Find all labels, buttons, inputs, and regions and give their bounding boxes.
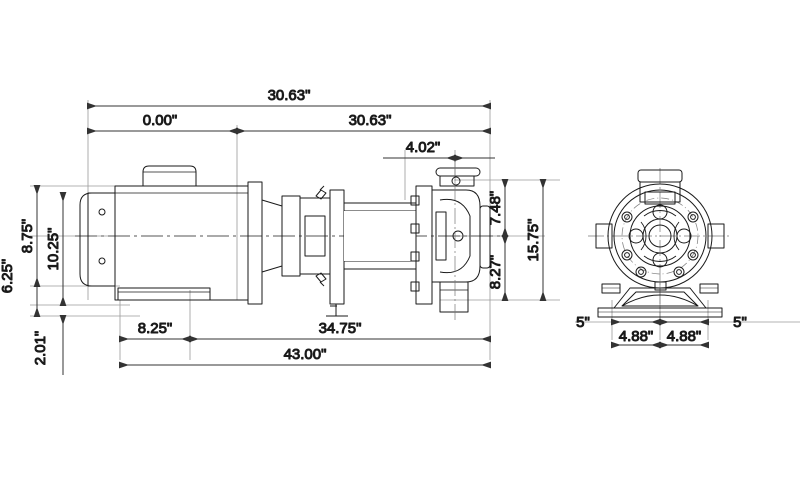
motor-front-flange: [247, 181, 263, 305]
pedestal-key: [654, 281, 667, 291]
end-view-right-lug: [707, 223, 725, 249]
dimension-frame-height: 10.25": [45, 192, 67, 306]
hub-outer: [629, 205, 691, 267]
dim-discharge-offset-label: 4.02": [406, 139, 441, 156]
dim-top-right-label: 30.63": [349, 112, 392, 129]
dim-frame-height-label: 10.25": [45, 228, 62, 271]
dim-upper-height-label: 7.48": [487, 191, 504, 226]
volute-inner-contour: [439, 198, 471, 274]
adapter-spacer: [281, 195, 301, 277]
dimension-base-thickness: 2.01": [32, 315, 67, 375]
coupling-window: [304, 215, 326, 257]
dimension-end-foot-right: 4.88": [659, 318, 709, 349]
dimension-discharge-offset: 4.02": [383, 139, 495, 162]
dimension-top-left: 0.00": [87, 112, 238, 135]
hub-bore: [648, 224, 672, 248]
end-elevation-view: [588, 168, 732, 318]
dimension-overall-height: 15.75": [525, 179, 547, 301]
dimension-shaft-height: 6.25": [0, 236, 41, 317]
dim-top-overall-label: 30.63": [268, 87, 311, 104]
motor-foot-rail: [117, 287, 211, 301]
dim-overall-height-label: 15.75": [525, 219, 542, 262]
grease-fittings: [315, 185, 327, 287]
dim-top-left-label: 0.00": [143, 112, 178, 129]
foot-bolt-pads: [601, 283, 719, 294]
dim-end-foot-right-label: 4.88": [667, 328, 702, 345]
bolt-circle: [621, 197, 699, 275]
dimension-bottom-overall: 43.00": [119, 346, 491, 369]
hub-lobes: [628, 204, 692, 268]
dimension-upper-height: 7.48": [487, 179, 509, 237]
dimension-top-right: 30.63": [236, 112, 491, 135]
side-elevation-view: [75, 160, 500, 320]
motor-terminal-box: [142, 165, 197, 186]
dim-lower-height-label: 8.27": [487, 255, 504, 290]
suction-neck: [439, 281, 469, 313]
pump-rear-flange: [415, 185, 433, 305]
end-view-baseplate: [597, 307, 723, 318]
hub-slots: [640, 210, 680, 262]
motor-body: [114, 185, 249, 301]
bearing-frame-flange: [329, 189, 345, 305]
discharge-bolt: [451, 176, 461, 186]
pedestal-arch: [621, 294, 699, 307]
casing-bolts: [621, 211, 699, 278]
tie-rod-upper: [343, 202, 417, 212]
dimension-end-foot-left: 4.88": [611, 318, 661, 349]
dimension-bottom-right: 34.75": [189, 320, 491, 343]
dim-end-foot-left-label: 4.88": [619, 328, 654, 345]
barrel-fill: [344, 211, 416, 261]
dimension-top-overall: 30.63": [87, 87, 491, 110]
dim-motor-height-label: 8.75": [19, 219, 36, 254]
dim-base-thickness-label: 2.01": [32, 331, 49, 366]
dim-end-margin-left-label: 5": [576, 314, 590, 331]
motor-endbell-hole-upper: [98, 208, 106, 216]
pump-flange-bolts: [410, 195, 420, 292]
dimension-motor-height: 8.75": [19, 185, 41, 287]
dim-bottom-overall-label: 43.00": [284, 346, 327, 363]
end-view-neck-collar: [644, 191, 676, 205]
casing-rib: [435, 211, 447, 261]
dim-bottom-left-label: 8.25": [138, 320, 173, 337]
casing-plug: [452, 230, 464, 242]
discharge-flange: [435, 167, 481, 177]
motor-endbell: [87, 192, 116, 287]
dim-end-margin-right-label: 5": [733, 314, 747, 331]
dim-shaft-height-label: 6.25": [0, 259, 16, 294]
pump-front-cover: [479, 205, 491, 269]
motor-endbell-hole-lower: [98, 257, 106, 265]
dim-bottom-right-label: 34.75": [319, 320, 362, 337]
end-view-left-lug: [595, 223, 613, 249]
dimension-bottom-left: 8.25": [119, 320, 191, 343]
motor-endbell-fillet: [79, 192, 93, 287]
tie-rod-lower: [343, 260, 417, 270]
dimension-lower-height: 8.27": [487, 235, 509, 301]
end-view-discharge-flange: [637, 169, 683, 183]
